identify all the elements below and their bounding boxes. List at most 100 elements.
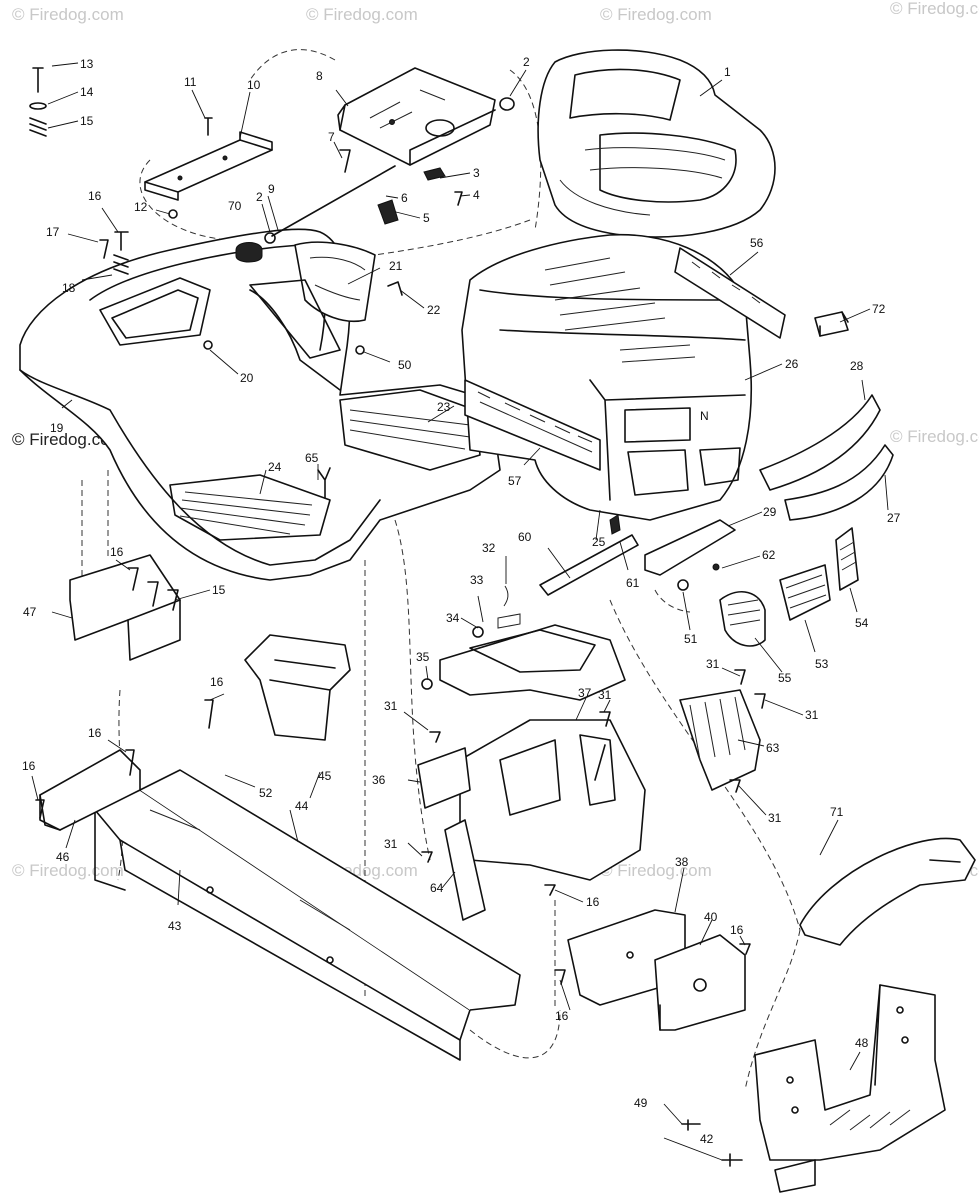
- callout-label: 19: [50, 421, 64, 435]
- front-brackets-part: [567, 909, 746, 1031]
- battery-box-part: [244, 634, 351, 741]
- callout-label: 15: [80, 114, 94, 128]
- watermark: © Firedog.com: [12, 861, 124, 880]
- callout-label: 24: [268, 460, 282, 474]
- trim-bracket-part: [674, 247, 786, 339]
- callout-label: 16: [730, 923, 744, 937]
- callout-label: 21: [389, 259, 403, 273]
- callout-label: 34: [446, 611, 460, 625]
- callout-label: 16: [586, 895, 600, 909]
- callout-leaders: [31, 62, 889, 1161]
- callout-label: 2: [256, 190, 263, 204]
- callout-label: 70: [228, 199, 242, 213]
- callout-label: 10: [247, 78, 261, 92]
- callout-label: 50: [398, 358, 412, 372]
- callout-label: 20: [240, 371, 254, 385]
- callout-label: 71: [830, 805, 844, 819]
- callout-label: 64: [430, 881, 444, 895]
- callout-label: 57: [508, 474, 522, 488]
- cross-bracket-part: [39, 749, 141, 831]
- callout-label: 3: [473, 166, 480, 180]
- callout-label: 1: [724, 65, 731, 79]
- hardware-fasteners: [29, 67, 766, 1167]
- callout-label: 56: [750, 236, 764, 250]
- callout-label: 27: [887, 511, 901, 525]
- hood-rod-part: [539, 514, 639, 596]
- callout-label: 15: [212, 583, 226, 597]
- bumper-part: [759, 394, 894, 521]
- callout-numbers: 1 2 2 3 4 5 6 7 8 9 10 11 12 13 14 15 15…: [22, 55, 901, 1146]
- frame-rails-part: [94, 769, 521, 1061]
- callout-label: 12: [134, 200, 148, 214]
- side-cover-part: [679, 689, 761, 791]
- watermark: © Firedog.com: [890, 427, 979, 446]
- watermark: © Firedog.com: [12, 430, 124, 449]
- callout-label: 45: [318, 769, 332, 783]
- callout-label: 22: [427, 303, 441, 317]
- callout-label: 63: [766, 741, 780, 755]
- callout-label: 31: [384, 837, 398, 851]
- callout-label: 7: [328, 130, 335, 144]
- callout-label: 43: [168, 919, 182, 933]
- callout-label: 31: [706, 657, 720, 671]
- callout-label: 4: [473, 188, 480, 202]
- callout-label: 13: [80, 57, 94, 71]
- callout-label: 11: [184, 75, 197, 89]
- callout-label: 26: [785, 357, 799, 371]
- callout-label: 42: [700, 1132, 714, 1146]
- callout-label: 55: [778, 671, 792, 685]
- callout-label: 62: [762, 548, 776, 562]
- callout-label: 31: [598, 688, 612, 702]
- callout-label: 23: [437, 400, 451, 414]
- callout-label: 49: [634, 1096, 648, 1110]
- callout-label: 46: [56, 850, 70, 864]
- assembly-guides: [81, 49, 801, 1091]
- callout-label: 16: [555, 1009, 569, 1023]
- callout-label: 16: [88, 189, 102, 203]
- watermark: © Firedog.com: [306, 5, 418, 24]
- callout-label: 65: [305, 451, 319, 465]
- callout-label: 16: [88, 726, 102, 740]
- callout-label: 72: [872, 302, 886, 316]
- side-plates-part: [417, 747, 486, 921]
- seat-pan-part: [337, 67, 496, 166]
- callout-label: 9: [268, 182, 275, 196]
- callout-label: 2: [523, 55, 530, 69]
- shield-plate-part: [799, 837, 976, 946]
- callout-label: 40: [704, 910, 718, 924]
- watermark: © Firedog.com: [600, 861, 712, 880]
- callout-label: 18: [62, 281, 76, 295]
- hood-part: N: [461, 233, 753, 521]
- callout-label: 51: [684, 632, 698, 646]
- callout-label: 25: [592, 535, 606, 549]
- clip-part: [814, 311, 849, 337]
- seat-part: [537, 49, 776, 238]
- side-grilles-part: [719, 527, 859, 647]
- callout-label: 8: [316, 69, 323, 83]
- hood-emblem-glyph: N: [700, 409, 709, 423]
- callout-label: 6: [401, 191, 408, 205]
- callout-label: 28: [850, 359, 864, 373]
- callout-label: 35: [416, 650, 430, 664]
- seat-bracket-part: [144, 131, 273, 201]
- fender-part: [19, 228, 501, 581]
- watermark: © Firedog.com: [600, 5, 712, 24]
- grille-insert-part: [464, 379, 601, 471]
- hood-hinge-part: [644, 519, 736, 591]
- dash-panel-part: [249, 241, 376, 359]
- callout-label: 53: [815, 657, 829, 671]
- console-housing-part: [459, 719, 646, 881]
- callout-label: 33: [470, 573, 484, 587]
- callout-label: 48: [855, 1036, 869, 1050]
- callout-label: 44: [295, 799, 309, 813]
- fender-guard-part: [69, 554, 181, 661]
- callout-label: 31: [805, 708, 819, 722]
- callout-label: 47: [23, 605, 37, 619]
- dash-tower-part: [439, 585, 626, 701]
- watermark: © Firedog.com: [890, 0, 979, 18]
- callout-label: 38: [675, 855, 689, 869]
- callout-label: 5: [423, 211, 430, 225]
- callout-label: 52: [259, 786, 273, 800]
- callout-label: 36: [372, 773, 386, 787]
